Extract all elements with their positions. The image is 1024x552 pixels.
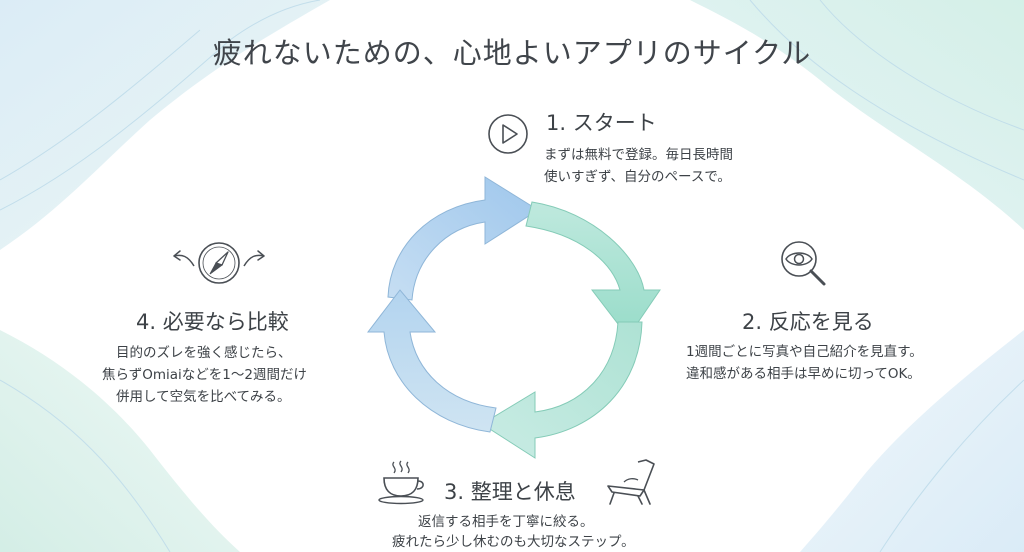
page-title: 疲れないための、心地よいアプリのサイクル [212, 36, 812, 70]
step-2-desc-line-2: 違和感がある相手は早めに切ってOK。 [686, 366, 921, 382]
step-1-desc-line-1: まずは無料で登録。毎日長時間 [544, 147, 733, 163]
wash-bottom-right [800, 330, 1024, 552]
arrow-bottom-right [481, 321, 643, 459]
play-icon [488, 114, 528, 154]
step-1-desc-line-2: 使いすぎず、自分のペースで。 [544, 169, 731, 185]
arrow-top-right [525, 201, 661, 338]
step-3-title: 3. 整理と休息 [444, 480, 576, 504]
step-4-desc-line-1: 目的のズレを強く感じたら、 [116, 345, 292, 361]
cycle-arrows [366, 176, 661, 459]
step-2-desc-line-1: 1週間ごとに写真や自己紹介を見直す。 [686, 344, 923, 360]
arrow-bottom-left [366, 289, 497, 433]
wash-top-left [0, 0, 330, 250]
step-3-desc-line-2: 疲れたら少し休むのも大切なステップ。 [392, 534, 635, 550]
step-3-desc-line-1: 返信する相手を丁寧に絞る。 [418, 514, 594, 530]
coffee-cup-icon [378, 460, 424, 505]
wash-bottom-left [0, 330, 240, 552]
step-2-title: 2. 反応を見る [742, 310, 874, 334]
step-4-desc-line-3: 併用して空気を比べてみる。 [116, 389, 291, 405]
compass-icon [173, 242, 265, 284]
step-1-title: 1. スタート [546, 111, 657, 135]
eye-magnifier-icon [781, 241, 826, 286]
step-4-desc-line-2: 焦らずOmiaiなどを1〜2週間だけ [102, 367, 307, 383]
lounge-chair-icon [607, 459, 655, 505]
step-4-title: 4. 必要なら比較 [136, 310, 289, 334]
wash-top-right [690, 0, 1024, 230]
arrow-top-left [387, 176, 539, 301]
